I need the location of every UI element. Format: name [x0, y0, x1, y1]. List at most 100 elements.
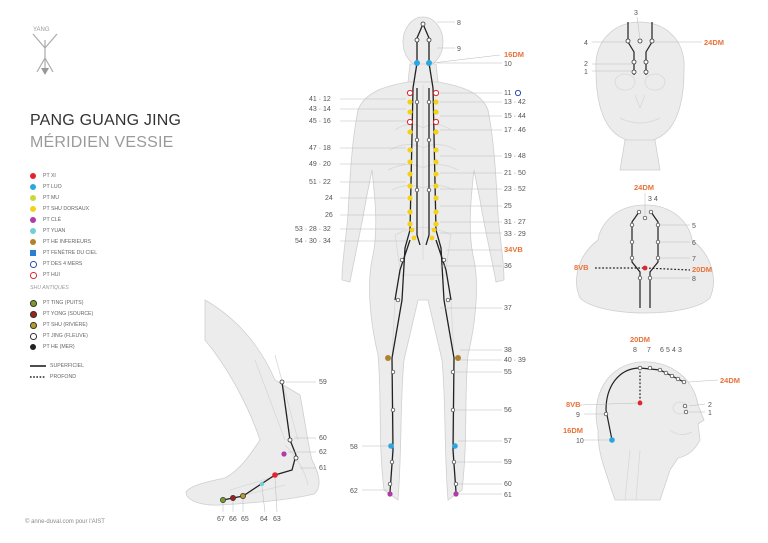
head-top-points	[629, 209, 661, 281]
label-24: 24	[325, 195, 333, 202]
head-side-silhouette	[595, 361, 705, 501]
label-49-20: 49 · 20	[309, 161, 331, 168]
label-62: 62	[350, 488, 358, 495]
legend-item-pt-luo: PT LUO	[30, 182, 190, 193]
foot-label-67: 67	[217, 516, 225, 523]
label-53-28-32: 53 · 28 · 32	[295, 226, 331, 233]
foot-label-66: 66	[229, 516, 237, 523]
foot-label-60: 60	[319, 435, 327, 442]
label-23-52: 23 · 52	[504, 186, 526, 193]
head-top-label-3-4: 3 4	[648, 196, 658, 203]
label-16dm: 16DM	[504, 50, 524, 59]
foot-label-63: 63	[273, 516, 281, 523]
head-top-label-5: 5	[692, 223, 696, 230]
head-top-labels: 3 4 5 6 7 8 24DM 8VB 20DM	[574, 183, 712, 283]
legend-item-pt-he: PT HE (MER)	[30, 342, 190, 353]
label-21-50: 21 · 50	[504, 170, 526, 177]
label-10: 10	[504, 61, 512, 68]
label-54-30-34: 54 · 30 · 34	[295, 238, 331, 245]
head-front-points	[625, 38, 655, 75]
head-front-label-3: 3	[634, 10, 638, 17]
label-25: 25	[504, 203, 512, 210]
legend-item-pt-jing: PT JING (FLEUVE)	[30, 331, 190, 342]
leader-lines	[340, 21, 502, 495]
head-side-label-2: 2	[708, 402, 712, 409]
label-43-14: 43 · 14	[309, 106, 331, 113]
label-38: 38	[504, 347, 512, 354]
label-15-44: 15 · 44	[504, 113, 526, 120]
head-side-label-16dm: 16DM	[563, 426, 583, 435]
page-subtitle: MÉRIDIEN VESSIE	[30, 134, 174, 151]
label-41-12: 41 · 12	[309, 96, 331, 103]
head-front-skull	[614, 73, 666, 124]
foot-labels: 59 60 62 61 67 66 65 64 63	[217, 379, 327, 523]
label-55: 55	[504, 369, 512, 376]
head-side-label-9: 9	[576, 412, 580, 419]
head-top-label-20dm: 20DM	[692, 265, 712, 274]
legend-line-profond: PROFOND	[30, 374, 76, 380]
legend-item-pt-cle: PT CLÉ	[30, 215, 190, 226]
copyright: © anne-duval.com pour l'AIST	[25, 519, 105, 525]
label-37: 37	[504, 305, 512, 312]
legend-item-pt-mu: PT MU	[30, 193, 190, 204]
label-45-16: 45 · 16	[309, 118, 331, 125]
meridian-back-points	[385, 21, 461, 497]
yang-label: YANG	[33, 27, 50, 33]
label-36: 36	[504, 263, 512, 270]
head-front-silhouette	[595, 21, 685, 171]
legend-item-pt-ting: PT TING (PUITS)	[30, 298, 190, 309]
label-31-27: 31 · 27	[504, 219, 526, 226]
label-57: 57	[504, 438, 512, 445]
label-13-42: 13 · 42	[504, 99, 526, 106]
back-labels: 8 9 16DM 10 11 41 · 12 13 · 42 43 · 14 1…	[295, 20, 526, 499]
label-11: 11	[504, 90, 511, 97]
head-top-label-8: 8	[692, 276, 696, 283]
head-front-label-1: 1	[584, 69, 588, 76]
head-top-label-6: 6	[692, 240, 696, 247]
head-top-label-8vb: 8VB	[574, 263, 589, 272]
head-side-label-20dm: 20DM	[630, 335, 650, 344]
legend-item-pt-he-inferieurs: PT HE INFERIEURS	[30, 237, 190, 248]
head-side-label-10: 10	[576, 438, 584, 445]
head-front-label-4: 4	[584, 40, 588, 47]
label-33-29: 33 · 29	[504, 231, 526, 238]
legend-item-pt-hui: PT HUI	[30, 270, 190, 281]
head-front-labels: 3 4 2 1 24DM	[584, 10, 724, 76]
label-56: 56	[504, 407, 512, 414]
label-60: 60	[504, 481, 512, 488]
head-side-label-8: 8	[633, 347, 637, 354]
head-side-label-24dm: 24DM	[720, 376, 740, 385]
label-58: 58	[350, 444, 358, 451]
label-51-22: 51 · 22	[309, 179, 331, 186]
foot-silhouette	[185, 299, 320, 506]
label-26: 26	[325, 212, 333, 219]
yang-figure-icon	[32, 33, 58, 75]
head-top-label-7: 7	[692, 256, 696, 263]
legend-item-pt-shu-dorsaux: PT SHU DORSAUX	[30, 204, 190, 215]
page-title: PANG GUANG JING	[30, 112, 182, 129]
legend-item-pt-yong: PT YONG (SOURCE)	[30, 309, 190, 320]
foot-label-64: 64	[260, 516, 268, 523]
legend-item-pt-fenetre-du-ciel: PT FENÊTRE DU CIEL	[30, 248, 190, 259]
head-side-label-3: 3	[678, 347, 682, 354]
head-side-label-5: 5	[666, 347, 670, 354]
label-59: 59	[504, 459, 512, 466]
head-top-label-24dm: 24DM	[634, 183, 654, 192]
head-side-label-4: 4	[672, 347, 676, 354]
label-19-48: 19 · 48	[504, 153, 526, 160]
label-9: 9	[457, 46, 461, 53]
foot-label-65: 65	[241, 516, 249, 523]
head-side-label-7: 7	[647, 347, 651, 354]
label-40-39: 40 · 39	[504, 357, 526, 364]
foot-label-59: 59	[319, 379, 327, 386]
head-top-silhouette	[576, 204, 714, 314]
legend-item-pt-xi: PT XI	[30, 171, 190, 182]
head-side-points	[603, 365, 689, 443]
label-17-46: 17 · 46	[504, 127, 526, 134]
label-47-18: 47 · 18	[309, 145, 331, 152]
foot-label-61: 61	[319, 465, 327, 472]
head-side-label-1: 1	[708, 410, 712, 417]
head-side-skull	[624, 401, 693, 501]
